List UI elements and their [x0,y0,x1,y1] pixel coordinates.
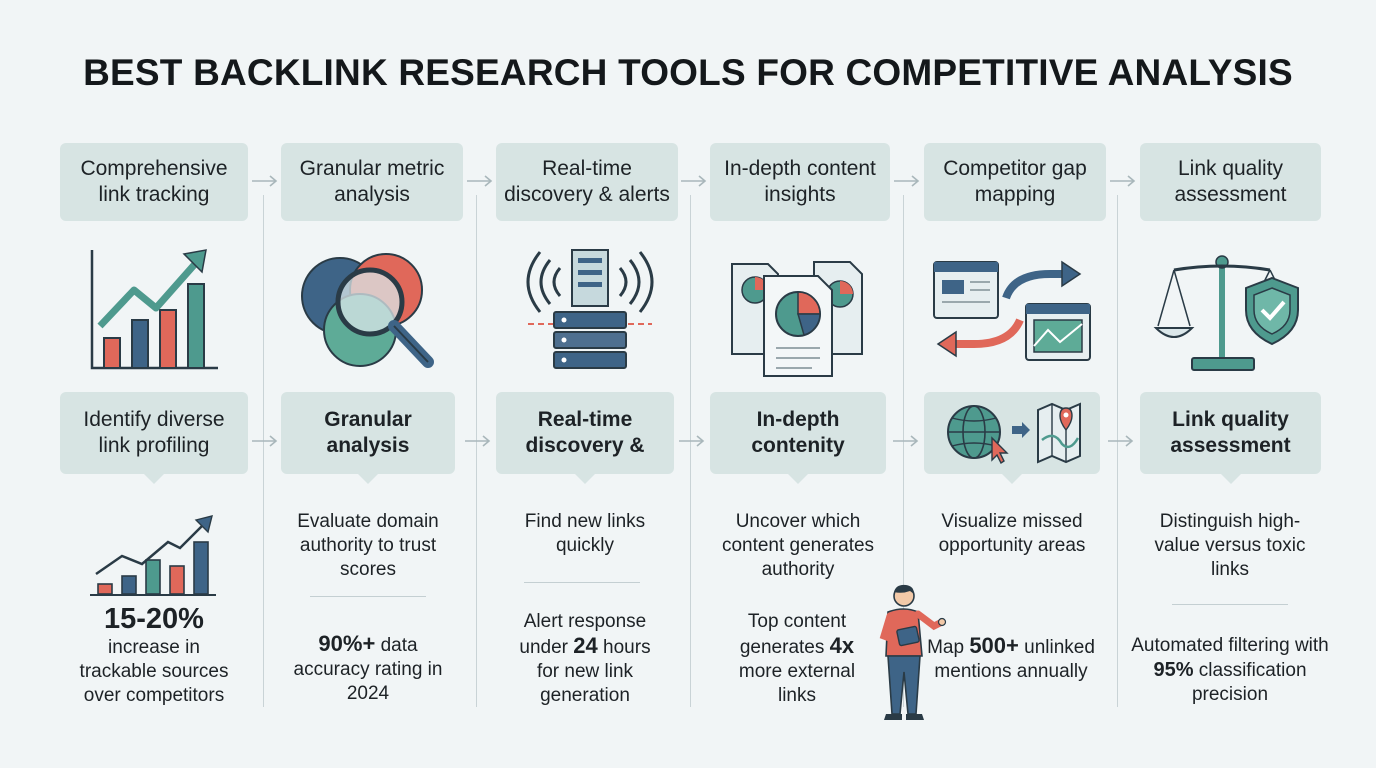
scale-shield-icon [1153,255,1299,371]
column-divider [263,195,264,707]
arrow-right-icon [1110,175,1136,187]
globe-map-pin-icon [947,402,1081,465]
column-4-top-box: In-depth content insights [710,143,890,221]
magnifier-venn-icon [301,253,434,368]
column-2-top-box: Granular metric analysis [281,143,463,221]
column-6-top-label: Link quality assessment [1174,157,1287,206]
column-2-description: Evaluate domain authority to trust score… [297,511,439,580]
column-2-stat: 90%+ data accuracy rating in 2024 [286,632,450,706]
column-6-description: Distinguish high-value versus toxic link… [1154,511,1306,580]
column-4-mid-label: In-depth contenity [751,408,845,457]
column-5-stat-value: 500+ [969,633,1019,658]
column-4-top-label: In-depth content insights [724,157,876,206]
divider [310,596,426,597]
arrow-right-icon [894,175,920,187]
column-4-stat-text: more external links [738,661,856,706]
person-with-tablet-icon [879,584,947,720]
column-3-top-label: Real-time discovery & alerts [504,157,670,206]
column-divider [903,195,904,707]
column-divider [1117,195,1118,707]
column-divider [476,195,477,707]
browser-swap-icon [933,260,1091,361]
divider [1172,604,1288,605]
column-3-stat-text: hours for new link generation [536,637,651,706]
column-4-stat-pre: Top content generates [739,611,847,658]
column-6-stat-pre: Automated filtering with [1131,635,1329,656]
server-signal-icon [526,249,654,369]
arrow-right-icon [681,175,707,187]
bar-chart-trend-icon [90,249,218,370]
column-divider [690,195,691,707]
column-3-stat-pre: Alert response under [519,611,647,658]
column-2-top-label: Granular metric analysis [299,157,445,206]
arrow-right-icon [465,435,491,447]
column-1-mid-box: Identify diverse link profiling [60,392,248,484]
column-6-stat-text: classification precision [1191,660,1307,705]
arrow-right-icon [252,175,278,187]
column-3-mid-box: Real-time discovery & [496,392,674,484]
column-2-mid-box: Granular analysis [281,392,455,484]
arrow-right-icon [252,435,278,447]
column-5-top-box: Competitor gap mapping [924,143,1106,221]
column-1-stat-value: 15-20% [104,603,204,635]
column-1-stat-text: increase in trackable sources over compe… [79,637,229,706]
column-2-stat-text: data accuracy rating in 2024 [293,635,443,704]
column-4-mid-box: In-depth contenity [710,392,886,484]
column-5-stat-pre: Map [927,637,970,658]
column-1-mid-label: Identify diverse link profiling [83,408,225,457]
column-3-stat-value: 24 [573,633,598,658]
arrow-right-icon [679,435,705,447]
arrow-right-icon [893,435,919,447]
column-6-stat: Automated filtering with 95% classificat… [1124,634,1336,707]
arrow-right-icon [1108,435,1134,447]
column-3-stat: Alert response under 24 hours for new li… [506,610,664,708]
column-1-top-box: Comprehensive link tracking [60,143,248,221]
column-2-mid-label: Granular analysis [324,408,412,457]
column-6-mid-label: Link quality assessment [1170,408,1291,457]
column-1-top-label: Comprehensive link tracking [80,157,228,206]
column-5-top-label: Competitor gap mapping [943,157,1087,206]
column-2-stat-value: 90%+ [318,631,376,656]
column-4-stat: Top content generates 4x more external l… [724,610,870,708]
column-6-mid-box: Link quality assessment [1140,392,1321,484]
column-5-description: Visualize missed opportunity areas [938,511,1086,556]
small-bar-chart-icon [90,515,216,596]
column-5-stat: Map 500+ unlinked mentions annually [926,634,1096,684]
column-5-stat-text: unlinked mentions annually [934,637,1095,682]
column-1-stat: 15-20% increase in trackable sources ove… [64,602,244,708]
column-5-mid-box [924,392,1100,484]
column-6-stat-value: 95% [1153,659,1194,681]
column-4-stat-value: 4x [829,633,855,658]
documents-pie-icon [731,261,863,377]
page-title: BEST BACKLINK RESEARCH TOOLS FOR COMPETI… [83,52,1293,93]
column-6-top-box: Link quality assessment [1140,143,1321,221]
divider [524,582,640,583]
arrow-right-icon [467,175,493,187]
column-3-top-box: Real-time discovery & alerts [496,143,678,221]
column-3-mid-label: Real-time discovery & [525,408,645,457]
column-3-description: Find new links quickly [524,511,646,556]
column-4-description: Uncover which content generates authorit… [721,511,875,580]
